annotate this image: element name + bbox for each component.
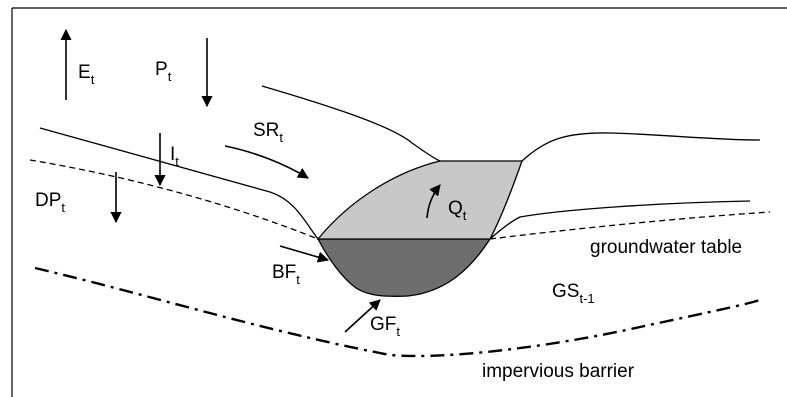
baseflow-arrow	[279, 245, 330, 263]
label-srt: SRt	[253, 120, 283, 145]
label-dpt: DPt	[35, 190, 65, 215]
ground-surface-upper	[261, 85, 441, 162]
label-bft: BFt	[272, 262, 300, 287]
label-qt: Qt	[448, 198, 467, 223]
label-gft: GFt	[370, 314, 400, 339]
label-impervious-barrier: impervious barrier	[482, 361, 635, 382]
label-groundwater-table: groundwater table	[590, 237, 742, 258]
groundwater-flow-arrow	[344, 299, 381, 333]
ground-surface-right	[521, 132, 761, 162]
groundwater-table-right	[489, 211, 771, 240]
groundwater-zone	[316, 238, 492, 297]
label-et: Et	[78, 62, 95, 87]
label-pt: Pt	[155, 59, 172, 84]
ground-surface-left	[39, 127, 319, 240]
surface-water-zone	[316, 160, 523, 240]
surface-runoff-arrow	[224, 145, 309, 179]
ground-surface-right-lower	[489, 200, 751, 240]
label-it: It	[170, 144, 179, 169]
groundwater-table-left	[29, 159, 319, 240]
impervious-barrier-line	[34, 266, 761, 358]
streamflow-arrow	[426, 184, 441, 219]
label-gst1: GSt-1	[552, 281, 595, 306]
